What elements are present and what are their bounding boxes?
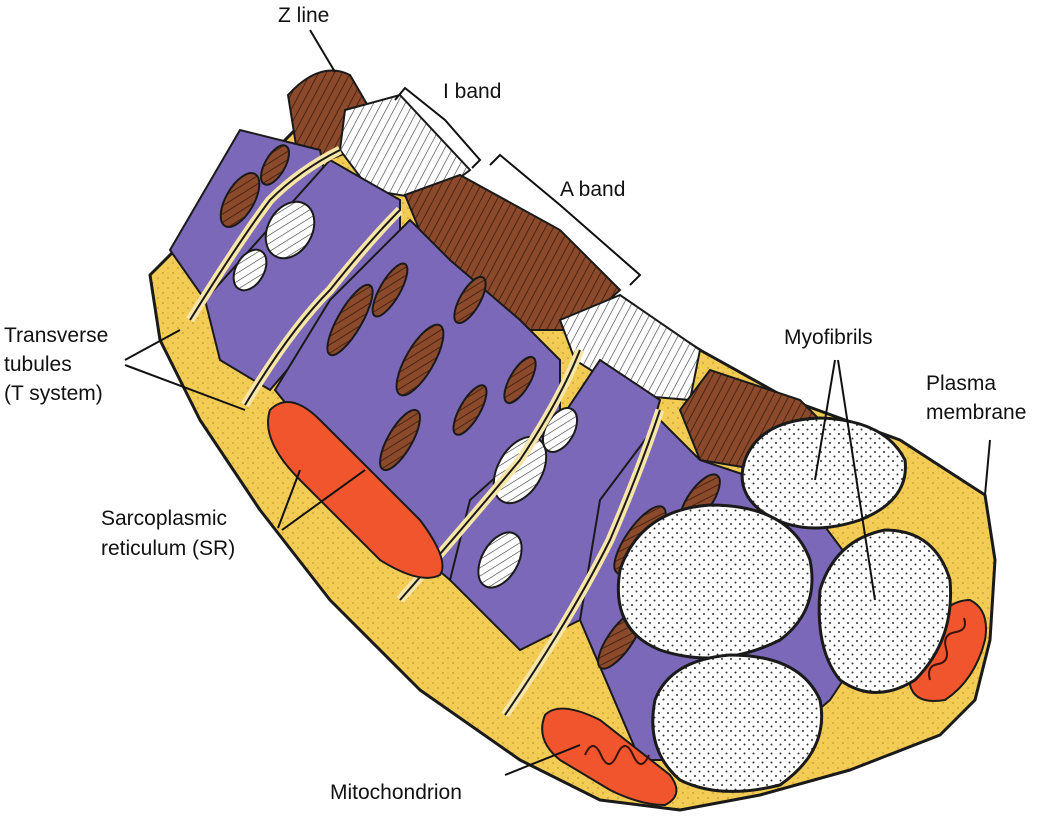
t-tubules-label-line1: Transverse bbox=[4, 324, 108, 347]
sr-label-line1: Sarcoplasmic bbox=[101, 507, 227, 530]
plasma-membrane-leader bbox=[985, 440, 990, 495]
plasma-label-line1: Plasma bbox=[926, 372, 996, 395]
myofibrils-label: Myofibrils bbox=[784, 326, 873, 349]
t-tubules-label-line3: (T system) bbox=[4, 382, 103, 405]
mitochondrion-label: Mitochondrion bbox=[330, 781, 462, 804]
plasma-label-line2: membrane bbox=[926, 401, 1026, 424]
a-band-label: A band bbox=[560, 178, 625, 201]
myofibril-cross-4 bbox=[653, 655, 822, 791]
i-band-label: I band bbox=[443, 80, 501, 103]
sr-label-line2: reticulum (SR) bbox=[101, 537, 235, 560]
t-tubules-label-line2: tubules bbox=[4, 353, 72, 376]
myofibril-cross-2 bbox=[618, 505, 812, 658]
z-line-leader bbox=[310, 30, 335, 72]
z-line-label: Z line bbox=[278, 4, 329, 27]
